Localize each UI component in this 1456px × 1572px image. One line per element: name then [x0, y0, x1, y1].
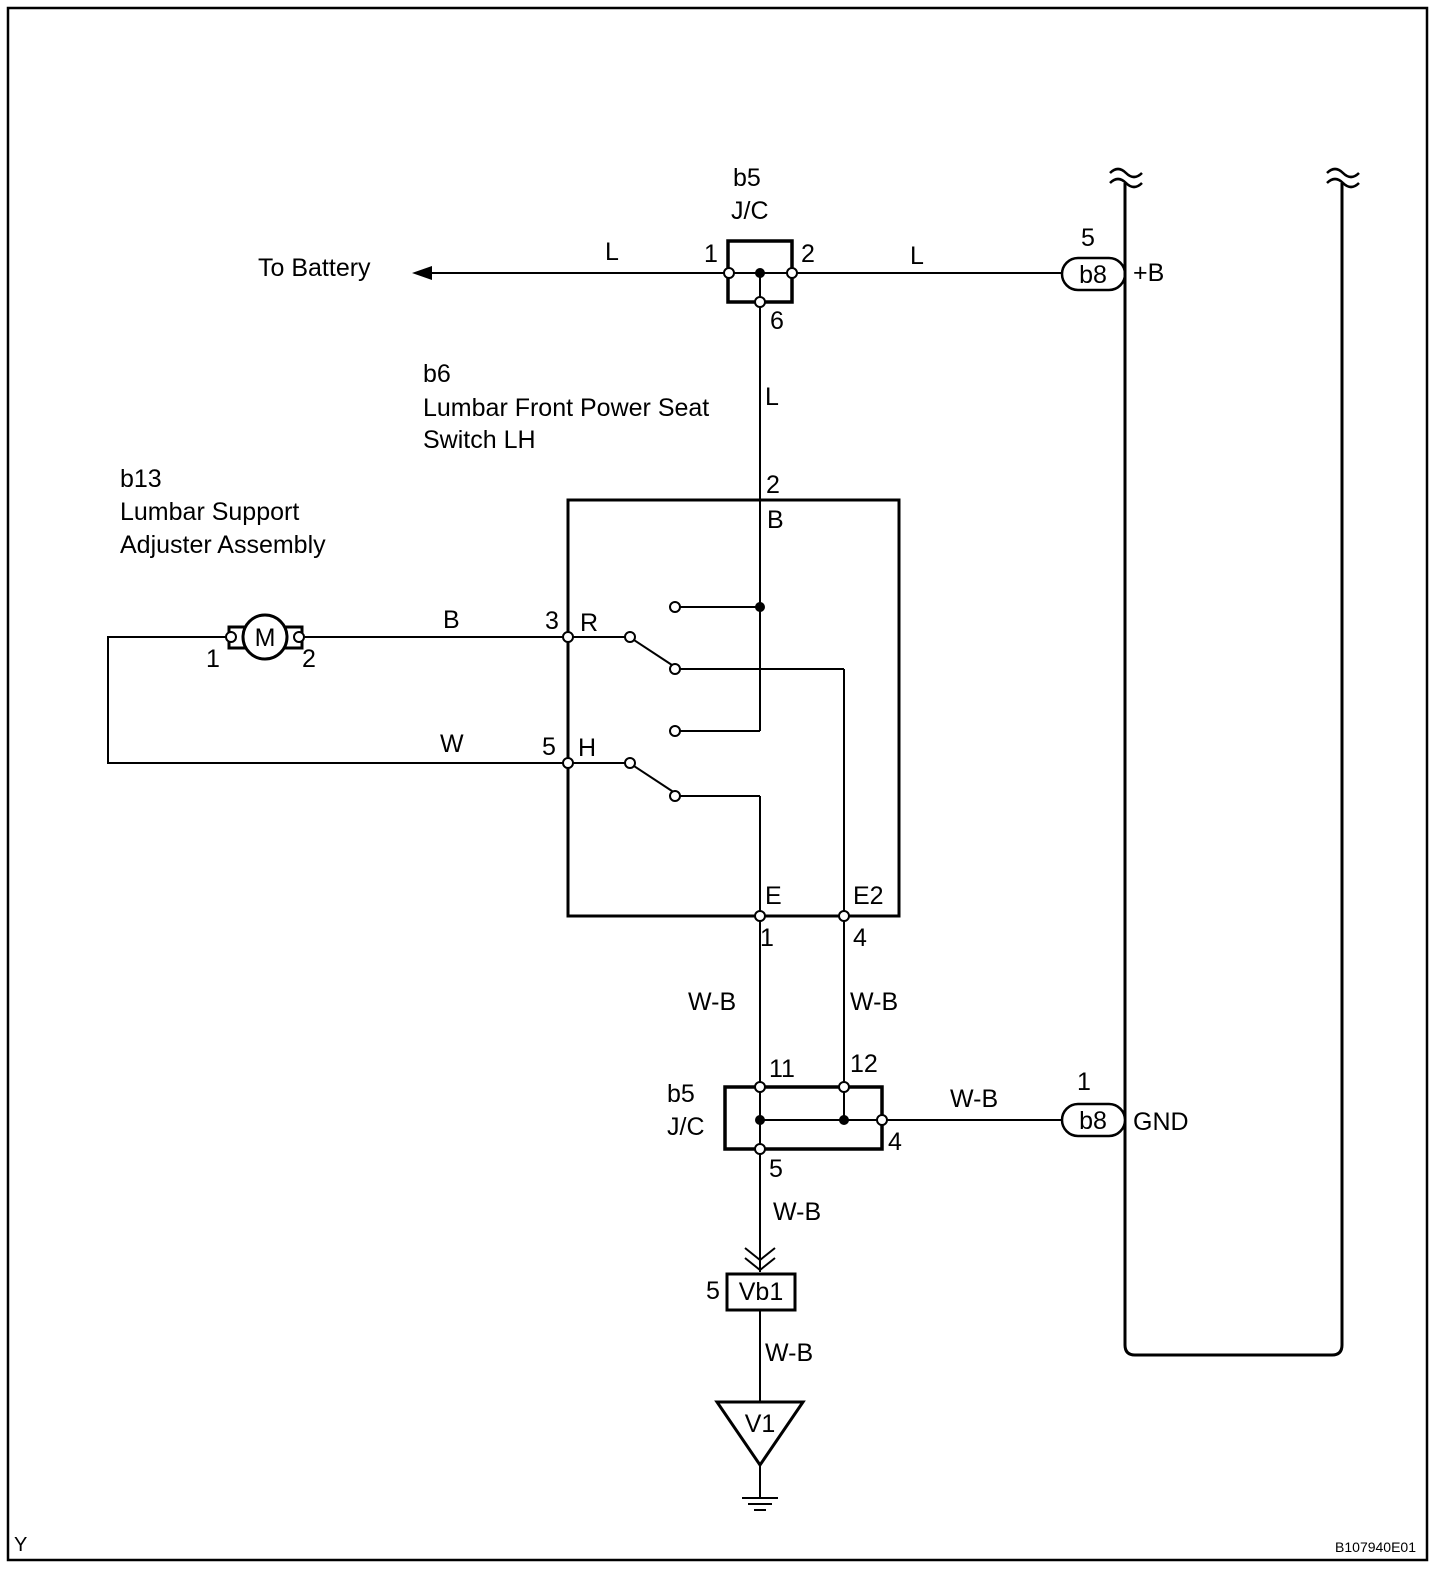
wire-jc-switch: L	[759, 307, 779, 500]
vb1-name: Vb1	[739, 1278, 783, 1306]
switch-pin-2: 2	[766, 471, 780, 499]
motor-pin-1: 1	[206, 645, 220, 673]
jc-bottom: b5 J/C 11 12 4 5	[667, 1050, 902, 1183]
motor-symbol: M	[255, 624, 276, 652]
wire-jc-b8-power: L	[797, 242, 1062, 274]
battery-wire: To Battery L	[258, 238, 724, 282]
jc-bottom-pin-4: 4	[888, 1128, 902, 1156]
motor-pin-2: 2	[302, 645, 316, 673]
switch-name-line1: Lumbar Front Power Seat	[423, 394, 709, 422]
motor-b13: b13 Lumbar Support Adjuster Assembly M 1…	[107, 465, 563, 764]
wire-color-motor-r: B	[443, 606, 460, 634]
wire-color-jc-switch: L	[765, 383, 779, 411]
wire-color-motor-h: W	[440, 730, 464, 758]
wire-color-battery: L	[605, 238, 619, 266]
jc-top: b5 J/C 1 2 6	[704, 164, 815, 335]
b8-power-name: b8	[1079, 261, 1107, 289]
b8-gnd-pin: 1	[1077, 1068, 1091, 1096]
switch-term-r: R	[580, 609, 598, 637]
switch-pin-1: 1	[760, 924, 774, 952]
jc-bottom-code: b5	[667, 1080, 695, 1108]
break-mark-right	[1326, 167, 1360, 189]
switch-term-e: E	[765, 882, 782, 910]
wire-color-switch-e2: W-B	[850, 988, 898, 1016]
b8-power-signal: +B	[1133, 259, 1164, 287]
wires-switch-ground: W-B W-B	[688, 921, 898, 1082]
vb1-pin: 5	[706, 1277, 720, 1305]
b8-gnd-connector: 1 b8 GND	[1060, 1068, 1189, 1138]
switch-pin-4: 4	[853, 924, 867, 952]
jc-top-pin-2: 2	[801, 240, 815, 268]
jc-bottom-pin-5: 5	[769, 1155, 783, 1183]
switch-term-h: H	[578, 734, 596, 762]
switch-term-b: B	[767, 506, 784, 534]
jc-bottom-name: J/C	[667, 1113, 705, 1141]
b8-power-connector: 5 b8 +B	[1060, 224, 1164, 292]
switch-pin-5: 5	[542, 733, 556, 761]
b8-power-pin: 5	[1081, 224, 1095, 252]
wire-color-jc-b8: L	[910, 242, 924, 270]
wire-color-switch-e: W-B	[688, 988, 736, 1016]
jc-top-code: b5	[733, 164, 761, 192]
jc-bottom-pin-11: 11	[769, 1055, 795, 1083]
switch-pin-3: 3	[545, 607, 559, 635]
battery-label: To Battery	[258, 254, 371, 282]
wire-color-vb1-v1: W-B	[765, 1339, 813, 1367]
b8-gnd-signal: GND	[1133, 1108, 1189, 1136]
wire-vb1-v1: W-B	[759, 1310, 813, 1402]
wire-jc-b8-gnd: W-B	[887, 1085, 1062, 1121]
ground-point-v1: V1	[714, 1400, 806, 1511]
vb1-connector: 5 Vb1	[706, 1272, 797, 1312]
jc-bottom-pin-12: 12	[850, 1050, 878, 1078]
motor-name-line1: Lumbar Support	[120, 498, 299, 526]
battery-arrow	[412, 266, 432, 280]
switch-term-e2: E2	[853, 882, 884, 910]
b8-gnd-name: b8	[1079, 1107, 1107, 1135]
switch-code: b6	[423, 360, 451, 388]
motor-name-line2: Adjuster Assembly	[120, 531, 326, 559]
ground-point-name: V1	[745, 1410, 776, 1438]
figure-code: B107940E01	[1335, 1539, 1416, 1555]
switch-b6: b6 Lumbar Front Power Seat Switch LH 2 B	[423, 360, 901, 952]
switch-name-line2: Switch LH	[423, 426, 536, 454]
jc-top-name: J/C	[731, 197, 769, 225]
break-mark-left	[1109, 167, 1143, 189]
outer-frame	[6, 6, 1429, 1562]
b8-body	[1109, 167, 1360, 1357]
wire-color-jc-vb1: W-B	[773, 1198, 821, 1226]
motor-code: b13	[120, 465, 162, 493]
jc-top-pin-1: 1	[704, 240, 718, 268]
wire-jc-vb1: W-B	[744, 1154, 821, 1272]
jc-top-pin-6: 6	[770, 307, 784, 335]
wire-color-jc-b8-gnd: W-B	[950, 1085, 998, 1113]
corner-label-left: Y	[14, 1534, 27, 1556]
